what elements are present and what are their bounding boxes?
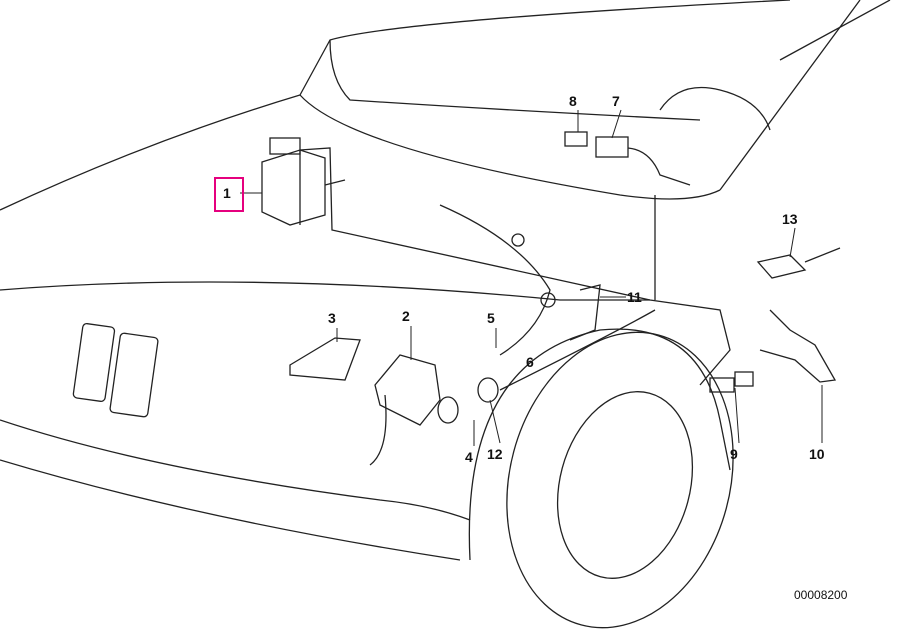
callout-3[interactable]: 3	[328, 310, 336, 326]
callout-12[interactable]: 12	[487, 446, 503, 462]
callout-7[interactable]: 7	[612, 93, 620, 109]
callout-1[interactable]: 1	[223, 185, 231, 201]
callout-10[interactable]: 10	[809, 446, 825, 462]
callout-13[interactable]: 13	[782, 211, 798, 227]
callout-5[interactable]: 5	[487, 310, 495, 326]
callout-8[interactable]: 8	[569, 93, 577, 109]
callout-9[interactable]: 9	[730, 446, 738, 462]
diagram-reference-number: 00008200	[794, 588, 848, 602]
highlight-box	[214, 177, 244, 212]
callout-11[interactable]: 11	[627, 289, 642, 305]
callout-4[interactable]: 4	[465, 449, 473, 465]
callout-6[interactable]: 6	[526, 354, 534, 370]
callout-2[interactable]: 2	[402, 308, 410, 324]
